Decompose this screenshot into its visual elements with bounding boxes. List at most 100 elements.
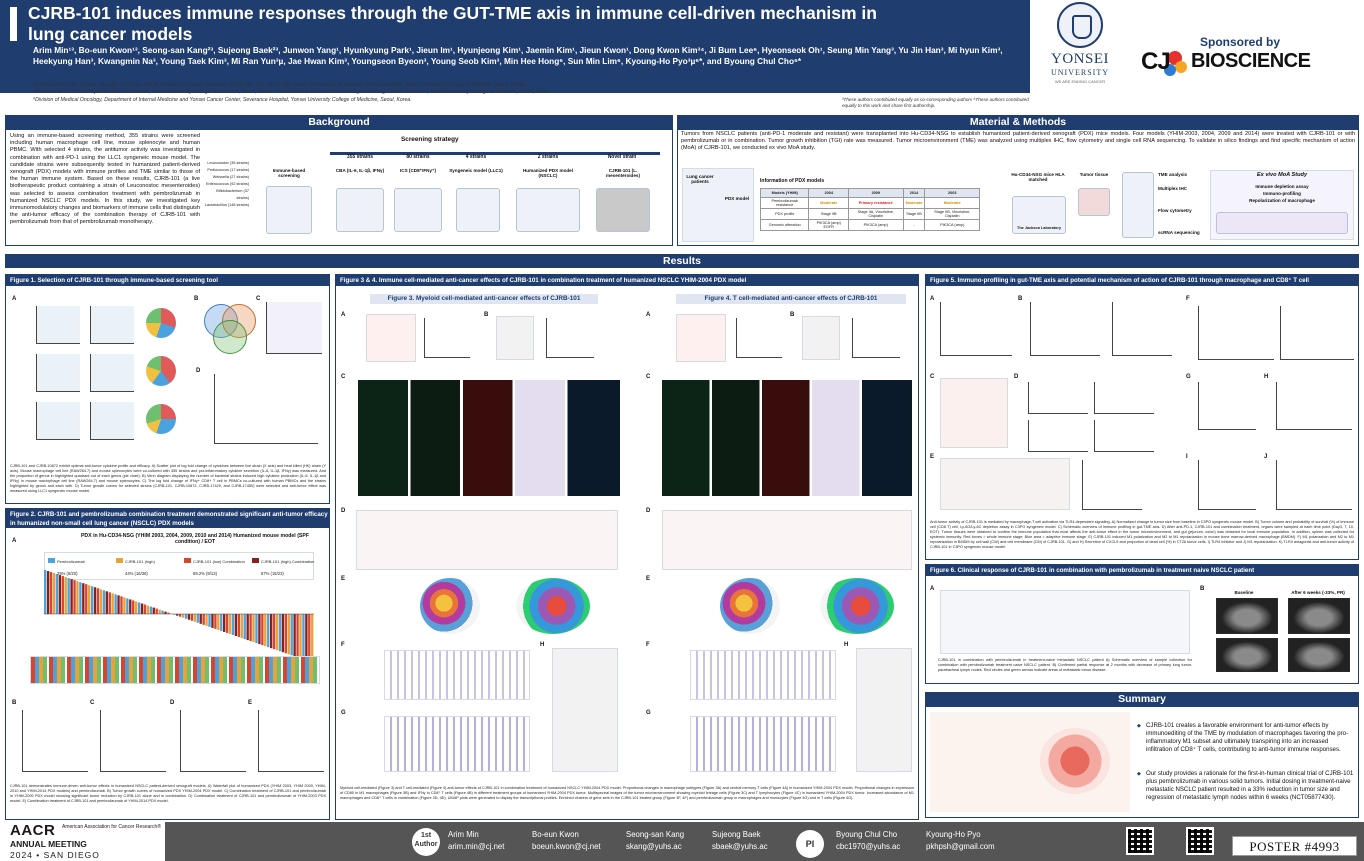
panel-label: H [844, 642, 849, 648]
university-sub: UNIVERSITY [1051, 68, 1109, 77]
waterfall-bar [228, 614, 232, 634]
aacr-sub: American Association for Cancer Research… [62, 824, 162, 830]
title-accent [10, 7, 17, 41]
table-row: Pembrolizumab resistance Moderate Primar… [759, 197, 980, 209]
analysis-item: TME analysis [1158, 172, 1188, 177]
genus-list: Leuconostoc (35 strains) Pediococcus (17… [204, 161, 249, 207]
waterfall-bar [129, 599, 132, 614]
sample-annotation-tracks [30, 656, 320, 684]
author-email[interactable]: skang@yuhs.ac [626, 842, 682, 851]
pi-email[interactable]: pkhpsh@gmail.com [926, 842, 995, 851]
waterfall-bar [134, 601, 138, 614]
panel-label: D [170, 700, 175, 706]
umap-plot [420, 578, 480, 634]
waterfall-bar [199, 614, 202, 624]
umap-plot [820, 578, 894, 634]
ct-scan-image [1288, 598, 1350, 634]
meeting-name: ANNUAL MEETING [10, 839, 87, 849]
waterfall-bar [49, 572, 53, 614]
author-email[interactable]: boeun.kwon@cj.net [532, 842, 601, 851]
meeting-sub: 2024 • SAN DIEGO [10, 850, 100, 860]
panel-label: D [646, 508, 651, 514]
waterfall-bar [152, 607, 155, 614]
panel-label: B [12, 700, 17, 706]
waterfall-bar [44, 570, 47, 614]
waterfall-bar [302, 614, 305, 660]
bar-plot [1280, 306, 1354, 360]
umap-plot [516, 578, 590, 634]
waterfall-bar [179, 614, 182, 617]
figure2-title: Figure 2. CJRB-101 and pembrolizumab com… [6, 509, 329, 528]
mice-label: Hu-CD34-NSG mice HLA matched [1011, 172, 1065, 182]
scatter-plot [90, 306, 134, 344]
legend-swatch [116, 558, 123, 563]
waterfall-bar [140, 603, 144, 614]
figure2-caption: CJRB-101 demonstrates immune-driven anti… [10, 784, 326, 803]
affiliation-line: ⁴Brain Korea 21 PLUS Project for Medical… [33, 89, 551, 96]
poster-header: CJRB-101 induces immune responses throug… [0, 0, 1364, 112]
strain-count: 355 strains [346, 154, 374, 160]
waterfall-bar [290, 614, 293, 656]
waterfall-bar [287, 614, 290, 655]
tumor-growth-plot [1276, 460, 1352, 510]
author-email[interactable]: sbaek@yuhs.ac [712, 842, 768, 851]
panel-label: A [930, 296, 935, 302]
results-heading: Results [5, 254, 1359, 268]
pi-email[interactable]: cbc1970@yuhs.ac [836, 842, 901, 851]
legend-label: CJRB-101 (high) Combination [261, 559, 314, 564]
tumor-size-plot [940, 302, 1012, 356]
waterfall-bar [88, 585, 91, 614]
waterfall-bar [90, 586, 94, 614]
legend-label: CJRB-101 (low) Combination [193, 559, 245, 564]
step-label: Syngeneic model (LLC1) [449, 168, 503, 173]
dot-bar-plot [852, 318, 900, 358]
panel-label: B [1018, 296, 1023, 302]
qr-code-icon[interactable] [1126, 827, 1154, 855]
waterfall-bar [99, 589, 103, 614]
exvivo-title: Ex vivo MoA Study [1256, 172, 1308, 178]
waterfall-bar [211, 614, 214, 628]
panel-label: J [1264, 454, 1268, 460]
panel-label: D [341, 508, 346, 514]
scatter-plot [36, 354, 80, 392]
panel-label: E [646, 576, 651, 582]
genus-pie-chart [146, 308, 176, 338]
panel-label: F [341, 642, 345, 648]
pi-badge: PI [796, 830, 824, 858]
legend-percent: 69.2% (9/13) [193, 571, 218, 576]
strategy-arrow [330, 152, 660, 155]
waterfall-bar [149, 606, 152, 614]
analysis-item: Multiplex IHC [1158, 186, 1188, 191]
waterfall-bar [193, 614, 197, 622]
step-label: Immune-based screening [272, 168, 306, 178]
waterfall-bar [158, 609, 161, 614]
waterfall-bar [308, 614, 311, 662]
histogram-plot [802, 316, 840, 360]
qr-code-icon[interactable] [1186, 827, 1214, 855]
panel-label: B [1200, 586, 1205, 592]
waterfall-bar [105, 591, 108, 614]
author-email[interactable]: arim.min@cj.net [448, 842, 505, 851]
waterfall-bar [61, 576, 64, 614]
step-label: CBA (IL-6, IL-1β, IFNγ) [335, 168, 385, 173]
waterfall-bar [243, 614, 246, 640]
analysis-item: scRNA sequencing [1158, 230, 1200, 235]
waterfall-bar [284, 614, 287, 654]
legend-swatch [48, 558, 55, 563]
step-label: ICS (CD8⁺IFNγ⁺) [400, 168, 436, 173]
waterfall-bar [143, 604, 147, 614]
waterfall-bar [79, 582, 82, 614]
sponsor-cj: CJ [1141, 48, 1171, 75]
bar-plot [1198, 460, 1256, 510]
pdx-label: PDX model [724, 196, 750, 201]
tumor-tissue-icon [1078, 188, 1110, 216]
growth-curve-d [180, 710, 246, 772]
waterfall-bar [64, 577, 67, 614]
waterfall-bar [85, 584, 88, 614]
waterfall-bar [167, 612, 170, 614]
step-label: Humanized PDX model (NSCLC) [522, 168, 574, 178]
figure1-caption: CJRB-101 and CJRB-10872 exhibit optimal … [10, 464, 326, 493]
pdx-info-table: Models (YHIM) 2004 2009 2014 2003 Pembro… [759, 188, 980, 231]
summary-heading: Summary [925, 692, 1359, 706]
waterfall-bar [46, 571, 50, 614]
